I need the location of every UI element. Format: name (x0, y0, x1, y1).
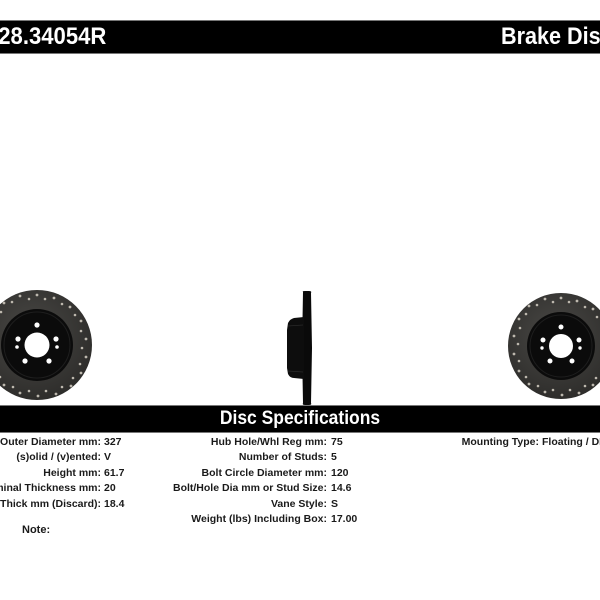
disc-front-view-left (0, 290, 92, 400)
spec-value: S (331, 497, 339, 510)
spec-label: Outer Diameter mm: (0, 436, 101, 448)
spec-label: Bolt/Hole Dia mm or Stud Size: (172, 482, 327, 495)
spec-value: V (104, 451, 112, 464)
center-bore (549, 334, 573, 358)
spec-value: 75 (331, 436, 343, 448)
hat-profile (287, 317, 304, 379)
spec-label: Height mm: (43, 466, 101, 479)
spec-label: Mounting Type: (461, 436, 539, 448)
part-number: 128.34054R (0, 23, 107, 50)
spec-value: 327 (104, 436, 122, 448)
spec-label: Nominal Thickness mm: (0, 482, 101, 495)
lug-holes (540, 324, 582, 364)
spec-value: 18.4 (104, 497, 125, 510)
document-title: Brake Disc (501, 23, 600, 50)
spec-value: 20 (104, 482, 116, 495)
spec-label: Vane Style: (270, 497, 327, 510)
spec-value: 5 (331, 451, 337, 464)
disc-side-profile (287, 291, 312, 405)
spec-value: 61.7 (104, 466, 125, 479)
spec-label: Number of Studs: (238, 451, 327, 464)
drill-holes (512, 296, 599, 397)
center-bore (24, 332, 50, 358)
disc-drawings (0, 54, 600, 405)
spec-label: Hub Hole/Whl Reg mm: (210, 436, 327, 448)
rotor-plate (302, 291, 312, 405)
spec-label: Weight (lbs) Including Box: (191, 513, 327, 525)
header-bar: 128.34054R Brake Disc (0, 20, 600, 54)
specifications-title: Disc Specifications (219, 408, 381, 429)
spec-label: Min Thick mm (Discard): (0, 497, 101, 510)
spec-value: 14.6 (331, 482, 352, 495)
spec-value: 17.00 (331, 513, 358, 525)
disc-front-view-right (508, 293, 600, 399)
note-label: Note: (22, 524, 51, 536)
spec-label: Bolt Circle Diameter mm: (201, 466, 327, 479)
specifications-header-bar: Disc Specifications (0, 405, 600, 433)
spec-label: (s)olid / (v)ented: (16, 451, 101, 464)
spec-value: Floating / DIH (542, 436, 600, 448)
spec-value: 120 (331, 466, 349, 479)
drill-holes (0, 293, 88, 398)
lug-holes (15, 322, 59, 364)
